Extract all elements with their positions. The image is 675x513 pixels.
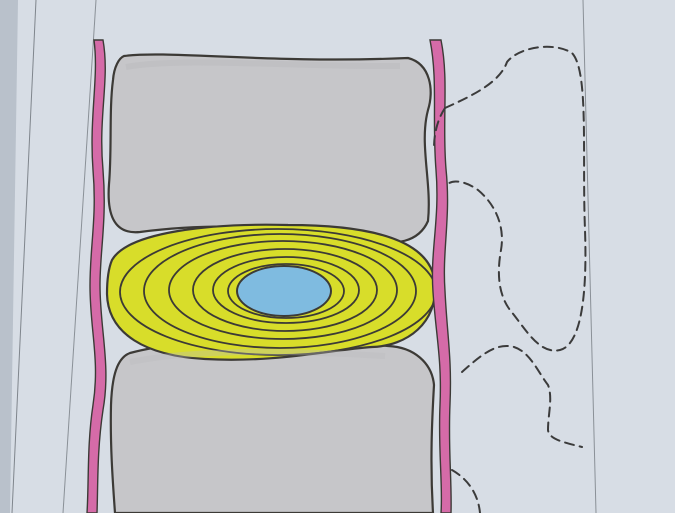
intervertebral-disc — [107, 225, 436, 360]
lower-vertebral-body — [111, 340, 434, 513]
upper-vertebral-body — [109, 54, 431, 242]
nucleus-pulposus — [237, 266, 331, 316]
